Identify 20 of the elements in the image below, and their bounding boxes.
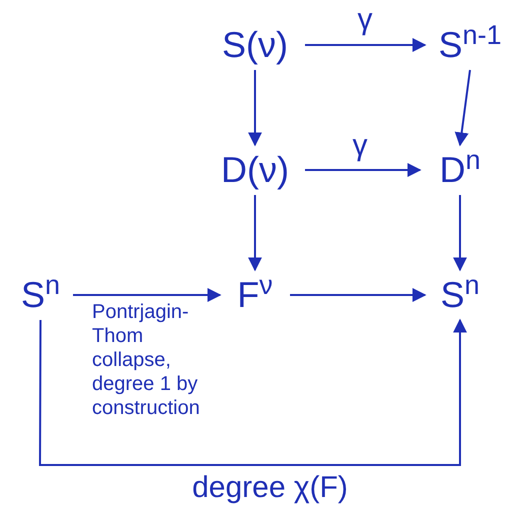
math-symbol: D(ν) bbox=[221, 152, 289, 188]
arrow bbox=[39, 318, 467, 466]
arrow bbox=[453, 195, 467, 272]
arrow bbox=[290, 288, 426, 302]
math-symbol: S$^{n-1}$ bbox=[438, 27, 502, 63]
math-symbol: S$^{n}$ bbox=[20, 277, 60, 313]
arrow bbox=[248, 70, 262, 146]
math-symbol: S(ν) bbox=[222, 27, 288, 63]
math-symbol: D$^{n}$ bbox=[439, 152, 481, 188]
arrow bbox=[305, 38, 426, 52]
math-symbol: F$^{ν}$ bbox=[237, 277, 273, 313]
edge-label: Pontrjagin-Thom collapse, degree 1 by construction bbox=[92, 300, 201, 420]
arrow bbox=[454, 70, 471, 146]
edge-label: degree χ(F) bbox=[191, 470, 349, 506]
arrow bbox=[73, 288, 222, 302]
arrow bbox=[305, 163, 422, 177]
arrow bbox=[248, 195, 262, 272]
edge-label: γ bbox=[352, 128, 368, 164]
math-symbol: S$^{n}$ bbox=[440, 277, 480, 313]
edge-label: γ bbox=[356, 2, 374, 38]
